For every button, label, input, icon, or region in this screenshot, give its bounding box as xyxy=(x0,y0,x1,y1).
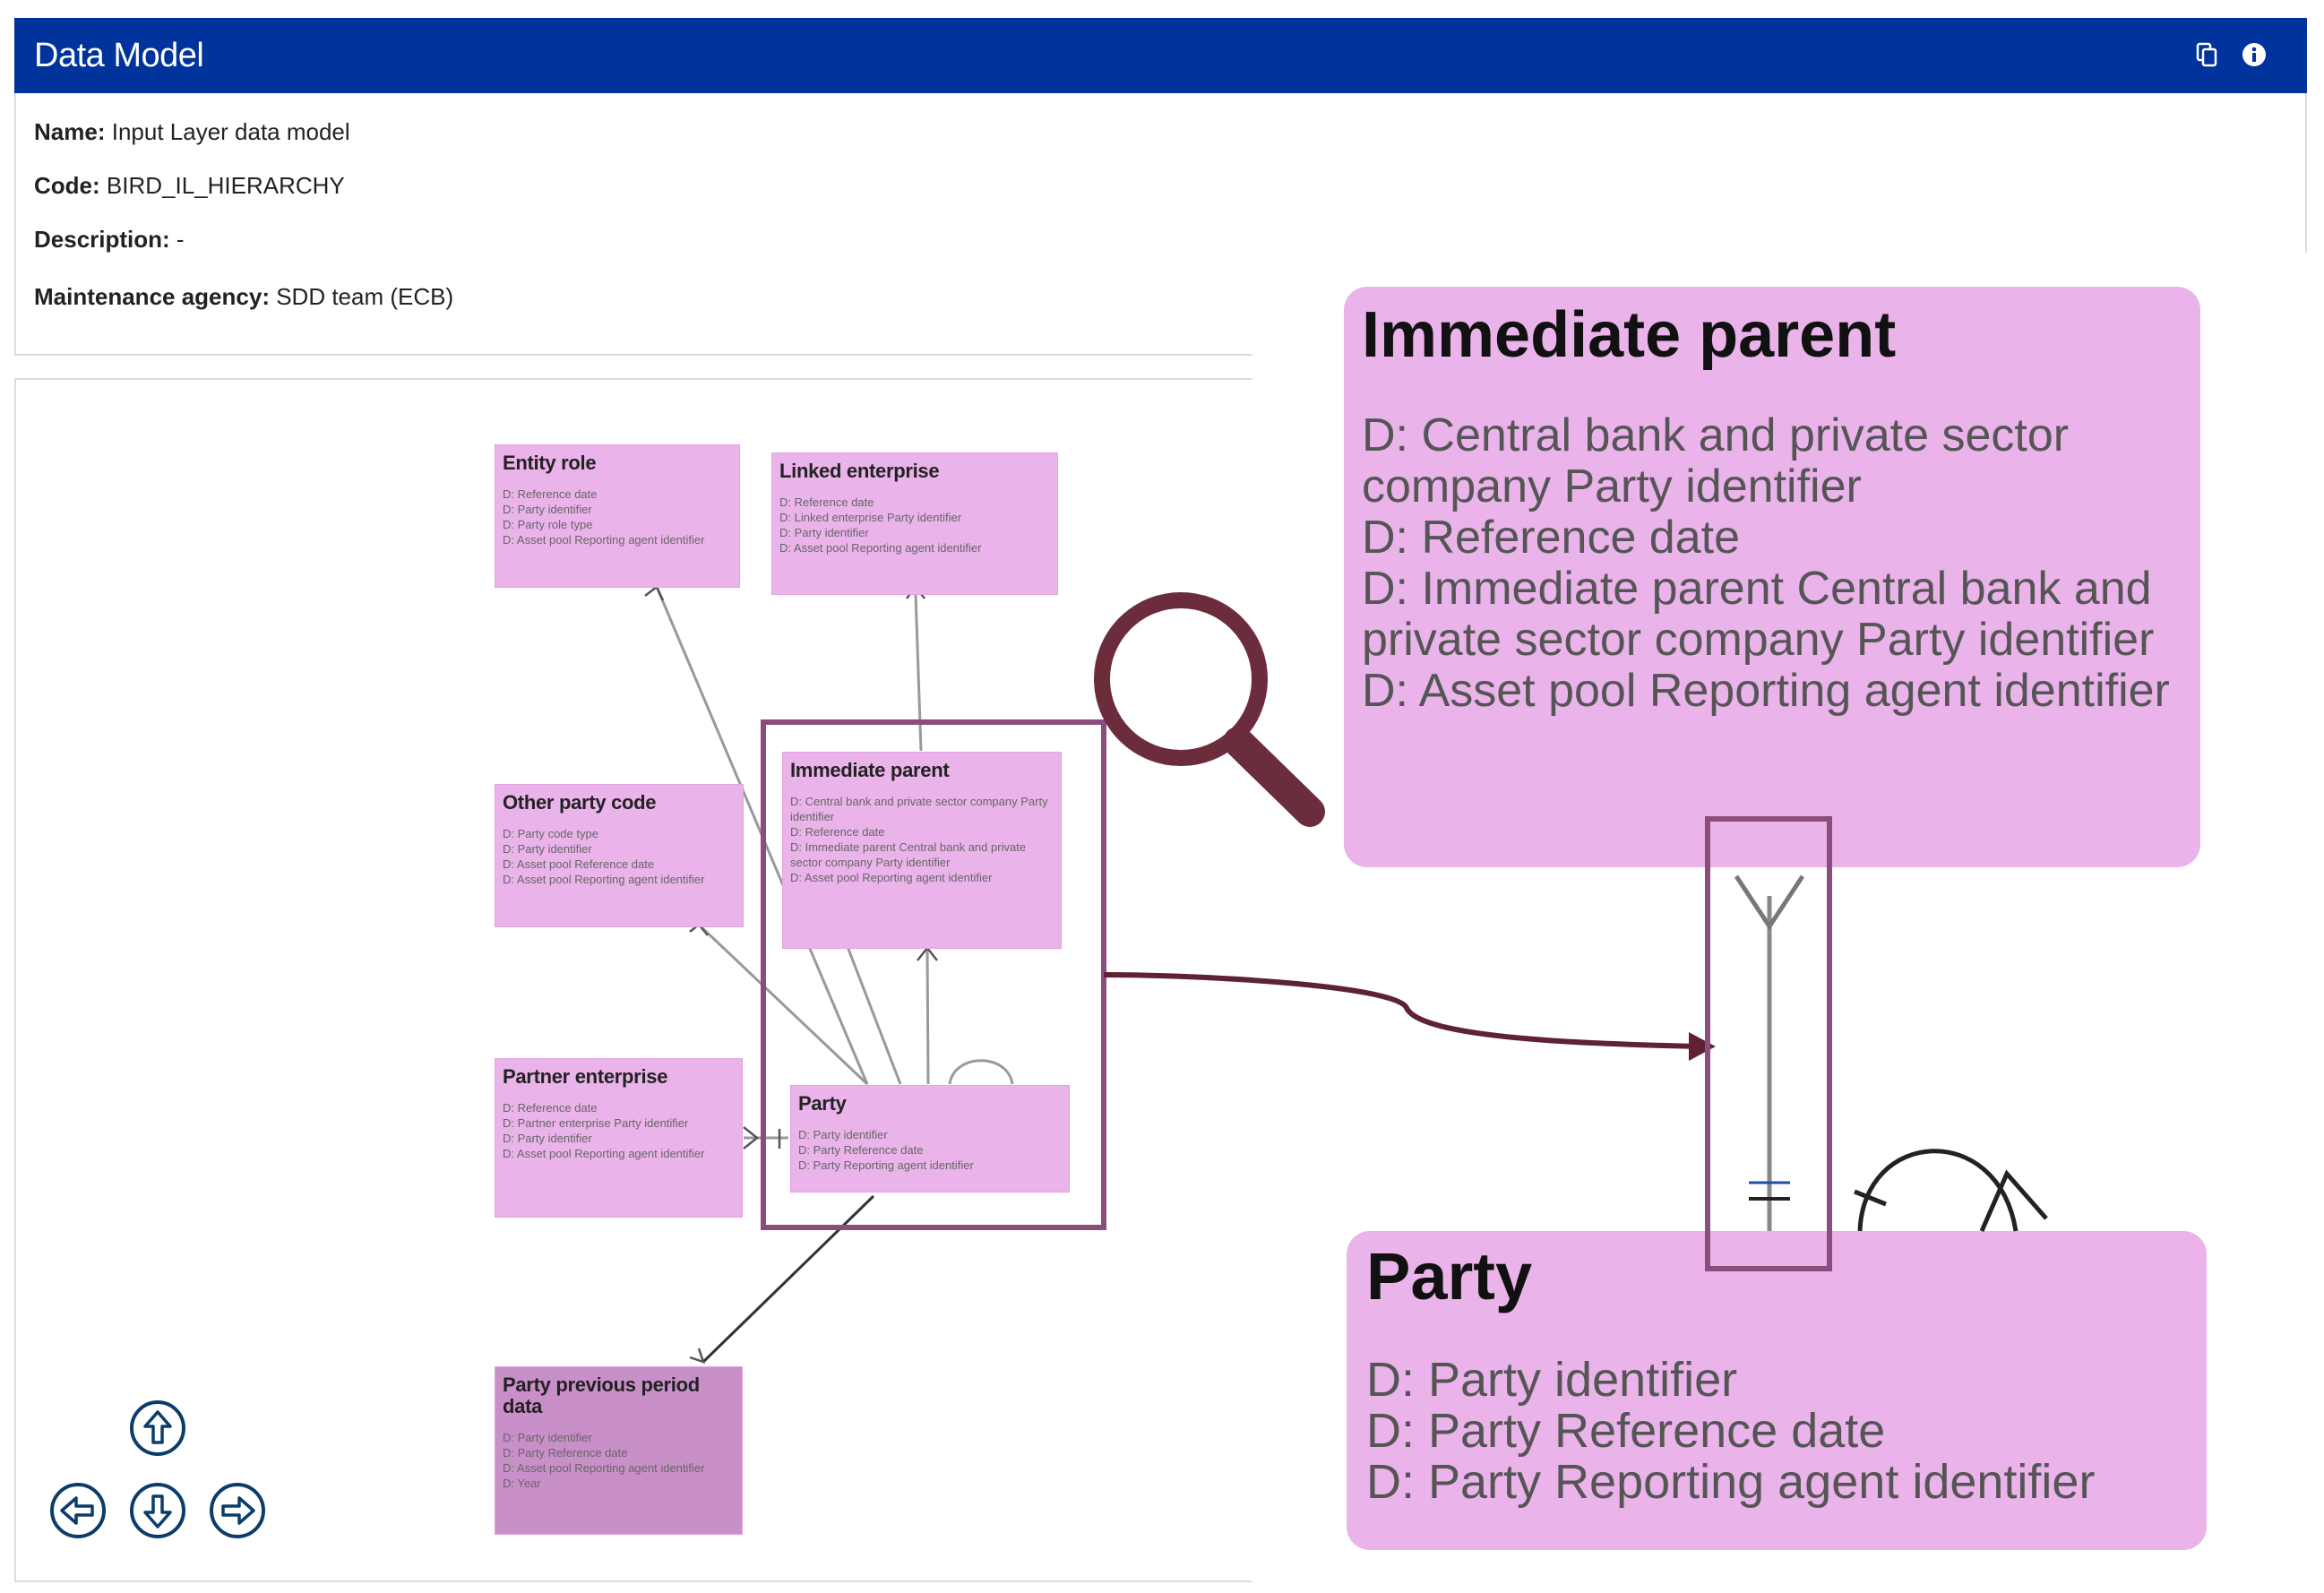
meta-agency-value: SDD team (ECB) xyxy=(276,283,454,310)
info-icon[interactable] xyxy=(2239,39,2269,70)
meta-name: Name: Input Layer data model xyxy=(34,118,350,146)
arrow-right-icon[interactable] xyxy=(209,1482,266,1539)
entity-attribute: D: Party identifier xyxy=(503,842,592,856)
entity-attribute: D: Asset pool Reporting agent identifier xyxy=(503,1461,705,1475)
entity-attribute: D: Immediate parent Central bank and pri… xyxy=(790,840,1027,869)
entity-attribute: D: Reference date xyxy=(503,487,598,501)
arrow-down-icon[interactable] xyxy=(129,1482,186,1539)
meta-name-value: Input Layer data model xyxy=(111,118,350,145)
entity-other-party-code[interactable]: Other party code D: Party code type D: P… xyxy=(495,785,743,926)
callout-arrow-head xyxy=(1689,1032,1716,1061)
entity-attribute: D: Asset pool Reporting agent identifier xyxy=(503,533,705,547)
zoom-entity-attribute: D: Asset pool Reporting agent identifier xyxy=(1362,665,2170,717)
entity-attribute: D: Party identifier xyxy=(503,1132,592,1145)
entity-attribute: D: Central bank and private sector compa… xyxy=(790,795,1048,823)
arrow-up-icon[interactable] xyxy=(129,1399,186,1457)
entity-title: Linked enterprise xyxy=(779,460,940,482)
rel-other-party-party xyxy=(697,923,869,1086)
entity-attribute: D: Partner enterprise Party identifier xyxy=(503,1116,689,1130)
meta-description-value: - xyxy=(176,226,185,253)
zoom-entity-attribute: D: Central bank and private sector compa… xyxy=(1362,409,2070,512)
zoom-entity-title: Immediate parent xyxy=(1362,299,1897,371)
entity-attribute: D: Party identifier xyxy=(503,1431,592,1444)
entity-attribute: D: Linked enterprise Party identifier xyxy=(779,511,962,524)
meta-agency-label: Maintenance agency: xyxy=(34,283,270,310)
rel-party-self xyxy=(948,1059,1014,1085)
meta-code-label: Code: xyxy=(34,172,100,199)
zoom-entity-party: Party D: Party identifier D: Party Refer… xyxy=(1347,1231,2207,1550)
meta-name-label: Name: xyxy=(34,118,106,145)
entity-entity-role[interactable]: Entity role D: Reference date D: Party i… xyxy=(495,445,739,587)
entity-attribute: D: Party role type xyxy=(503,518,593,531)
zoom-highlight-box xyxy=(1705,816,1832,1271)
entity-attribute: D: Year xyxy=(503,1477,541,1490)
zoom-entity-attribute: D: Party Reference date xyxy=(1366,1404,1886,1458)
entity-party-previous-period-data[interactable]: Party previous period data D: Party iden… xyxy=(495,1367,742,1534)
entity-attribute: D: Reference date xyxy=(790,825,885,839)
entity-attribute: D: Party identifier xyxy=(798,1128,888,1141)
entity-title: Entity role xyxy=(503,452,597,474)
meta-code-value: BIRD_IL_HIERARCHY xyxy=(106,172,345,199)
entity-title: Party xyxy=(798,1092,847,1115)
zoom-entity-attribute: D: Reference date xyxy=(1362,512,1741,564)
entity-title: Partner enterprise xyxy=(503,1065,668,1088)
panel-title: Data Model xyxy=(34,36,204,74)
entity-attribute: D: Asset pool Reporting agent identifier xyxy=(503,873,705,886)
meta-agency: Maintenance agency: SDD team (ECB) xyxy=(34,283,453,311)
entity-attribute: D: Asset pool Reference date xyxy=(503,857,655,871)
entity-attribute: D: Reference date xyxy=(779,495,874,509)
entity-attribute: D: Asset pool Reporting agent identifier xyxy=(779,541,982,555)
entity-attribute: D: Asset pool Reporting agent identifier xyxy=(790,871,993,884)
entity-immediate-parent[interactable]: Immediate parent D: Central bank and pri… xyxy=(783,753,1061,948)
entity-title: Immediate parent xyxy=(790,759,950,781)
arrow-left-icon[interactable] xyxy=(49,1482,107,1539)
zoom-entity-attribute: D: Party identifier xyxy=(1366,1353,1738,1407)
entity-partner-enterprise[interactable]: Partner enterprise D: Reference date D: … xyxy=(495,1059,742,1217)
entity-title: Other party code xyxy=(503,791,657,814)
entity-attribute: D: Reference date xyxy=(503,1101,598,1115)
meta-code: Code: BIRD_IL_HIERARCHY xyxy=(34,172,345,200)
callout-arrow xyxy=(1103,972,1699,1049)
zoom-entity-attribute: D: Party Reporting agent identifier xyxy=(1366,1455,2096,1509)
zoom-entity-immediate-parent: Immediate parent D: Central bank and pri… xyxy=(1344,287,2200,867)
meta-description-label: Description: xyxy=(34,226,170,253)
zoom-entity-title: Party xyxy=(1366,1239,1533,1313)
entity-attribute: D: Party identifier xyxy=(503,503,592,516)
rel-party-previous-party xyxy=(702,1194,875,1364)
entity-party[interactable]: Party D: Party identifier D: Party Refer… xyxy=(791,1086,1069,1192)
entity-attribute: D: Party Reference date xyxy=(798,1143,924,1157)
meta-description: Description: - xyxy=(34,226,185,254)
entity-attribute: D: Asset pool Reporting agent identifier xyxy=(503,1147,705,1160)
panel-header: Data Model xyxy=(14,18,2307,93)
entity-linked-enterprise[interactable]: Linked enterprise D: Reference date D: L… xyxy=(772,453,1057,594)
entity-attribute: D: Party Reference date xyxy=(503,1446,628,1460)
entity-attribute: D: Party Reporting agent identifier xyxy=(798,1158,974,1172)
rel-immediate-parent-party-2 xyxy=(925,947,930,1085)
copy-icon[interactable] xyxy=(2192,39,2223,70)
zoom-entity-attribute: D: Immediate parent Central bank and pri… xyxy=(1362,563,2155,666)
entity-title: Party previous period data xyxy=(503,1373,700,1417)
entity-attribute: D: Party code type xyxy=(503,827,598,840)
entity-attribute: D: Party identifier xyxy=(779,526,869,539)
